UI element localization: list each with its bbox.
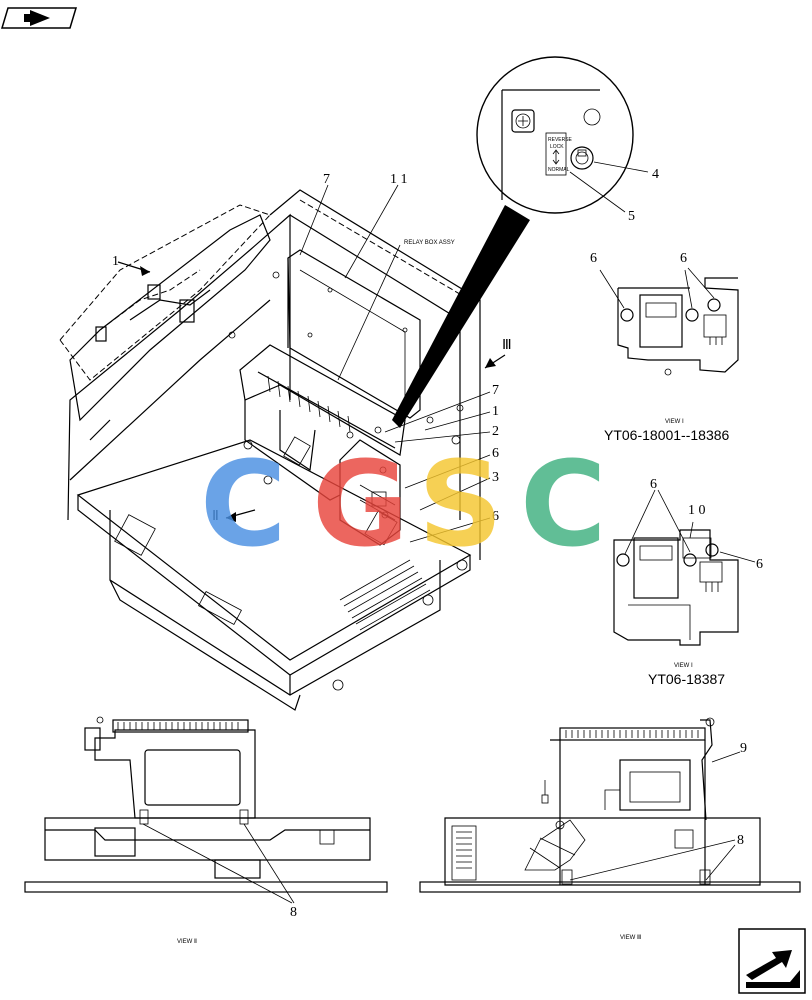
- view-2-label: VIEW Ⅰ: [674, 663, 693, 669]
- view-2-diagram: VIEW Ⅰ YT06-18387: [613, 489, 756, 687]
- callout-iii: Ⅲ: [502, 338, 512, 353]
- view-iii-label: VIEW Ⅲ: [620, 935, 641, 941]
- view-2-code: YT06-18387: [648, 671, 725, 687]
- callout-10: 1 0: [688, 503, 706, 518]
- callout-8b: 8: [737, 833, 744, 848]
- main-assembly-view: [59, 184, 530, 711]
- callout-6d: 6: [680, 251, 687, 266]
- callout-11a: 1 1: [390, 172, 408, 187]
- detail-lock-text: LOCK: [550, 144, 564, 150]
- detail-reverse-text: REVERSE: [548, 137, 573, 143]
- callout-6a: 6: [492, 446, 499, 461]
- switch-detail-view: REVERSE LOCK NORMAL: [476, 56, 649, 214]
- callout-2: 2: [492, 424, 499, 439]
- previous-page-icon[interactable]: [0, 7, 78, 29]
- watermark-letter-c2: C: [520, 435, 607, 573]
- view-1-label: VIEW Ⅰ: [665, 419, 684, 425]
- callout-6f: 6: [756, 557, 763, 572]
- view-ii-diagram: VIEW Ⅱ: [24, 716, 388, 945]
- callout-3: 3: [492, 470, 499, 485]
- callout-numbers: 1 7 1 1 RELAY BOX ASSY 4 5 Ⅲ 7 1 2 6 3 6…: [112, 167, 763, 920]
- callout-9: 9: [740, 741, 747, 756]
- cgsc-watermark: C G S C: [200, 435, 607, 573]
- callout-6b: 6: [492, 509, 499, 524]
- callout-7b: 7: [492, 383, 499, 398]
- next-page-icon[interactable]: [738, 928, 806, 994]
- callout-5: 5: [628, 209, 635, 224]
- view-ii-label: VIEW Ⅱ: [177, 939, 197, 945]
- callout-4: 4: [652, 167, 659, 182]
- watermark-letter-c1: C: [200, 435, 287, 573]
- view-iii-diagram: VIEW Ⅲ: [419, 717, 801, 941]
- view-1-diagram: VIEW Ⅰ YT06-18001--18386: [599, 267, 739, 443]
- callout-7a: 7: [323, 172, 330, 187]
- callout-1a: 1: [112, 254, 119, 269]
- watermark-letter-s: S: [418, 435, 503, 573]
- callout-8a: 8: [290, 905, 297, 920]
- callout-6e: 6: [650, 477, 657, 492]
- detail-normal-text: NORMAL: [548, 167, 570, 173]
- view-1-code: YT06-18001--18386: [604, 427, 730, 443]
- watermark-letter-g: G: [312, 435, 409, 573]
- callout-1b: 1: [492, 404, 499, 419]
- callout-6c: 6: [590, 251, 597, 266]
- callout-ii: Ⅱ: [212, 509, 219, 524]
- relay-box-label: RELAY BOX ASSY: [404, 240, 455, 246]
